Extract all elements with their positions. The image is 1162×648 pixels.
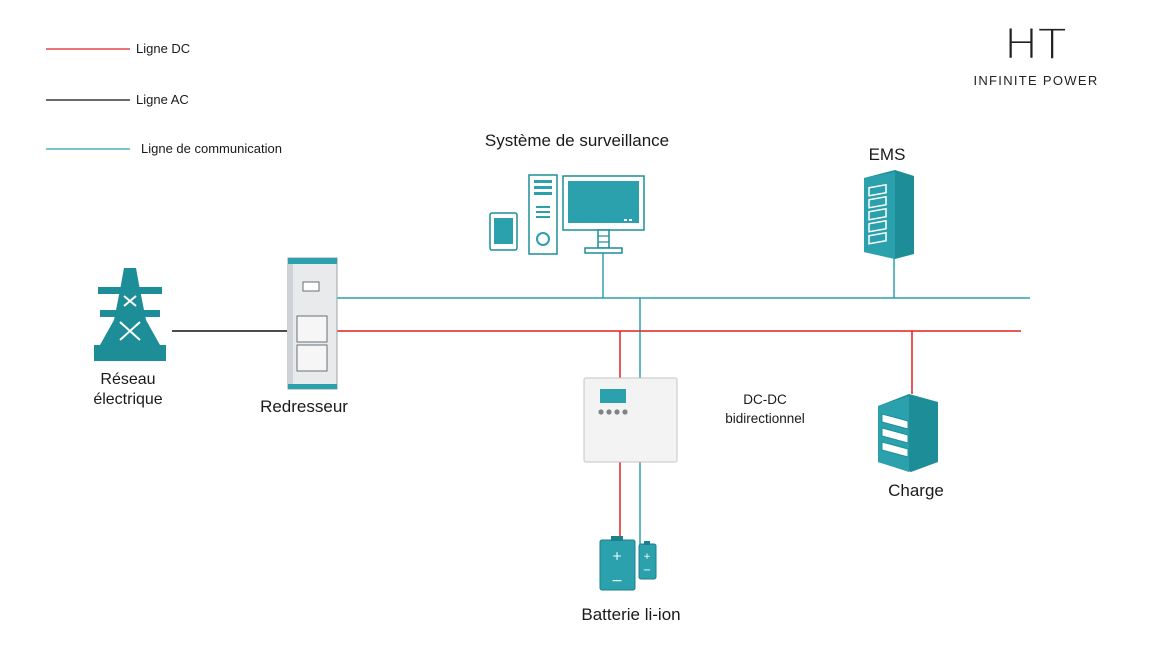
computer-monitor-icon: [489, 174, 645, 255]
grid-label-2: électrique: [93, 391, 162, 408]
svg-text:−: −: [643, 565, 651, 576]
load-label: Charge: [888, 481, 944, 500]
legend-comm-label: Ligne de communication: [141, 141, 282, 156]
rectifier-cabinet-icon: [287, 257, 338, 390]
svg-text:−: −: [611, 573, 623, 589]
grid-label-1: Réseau: [100, 371, 155, 388]
brand-logo: HT INFINITE POWER: [973, 22, 1098, 88]
load-cabinet-icon: [878, 394, 938, 472]
legend: Ligne DC Ligne AC Ligne de communication: [46, 41, 282, 156]
rectifier-label: Redresseur: [260, 397, 348, 416]
transmission-tower-icon: [94, 268, 166, 361]
battery-label: Batterie li-ion: [581, 605, 680, 624]
dcdc-label-1: DC-DC: [743, 392, 787, 407]
dcdc-label-2: bidirectionnel: [725, 411, 805, 426]
wires: [172, 252, 1030, 545]
converter-box-icon: [583, 377, 678, 463]
monitoring-label: Système de surveillance: [485, 131, 669, 150]
tower-lattice: [119, 295, 141, 341]
legend-ac-label: Ligne AC: [136, 92, 189, 107]
svg-text:+: +: [612, 549, 622, 563]
ems-label: EMS: [869, 145, 906, 164]
logo-tagline: INFINITE POWER: [973, 73, 1098, 88]
legend-dc-label: Ligne DC: [136, 41, 190, 56]
svg-text:+: +: [643, 552, 651, 562]
server-rack-icon: [864, 170, 914, 259]
battery-icon: + − + −: [599, 536, 657, 591]
logo-mark: HT: [1004, 22, 1066, 68]
